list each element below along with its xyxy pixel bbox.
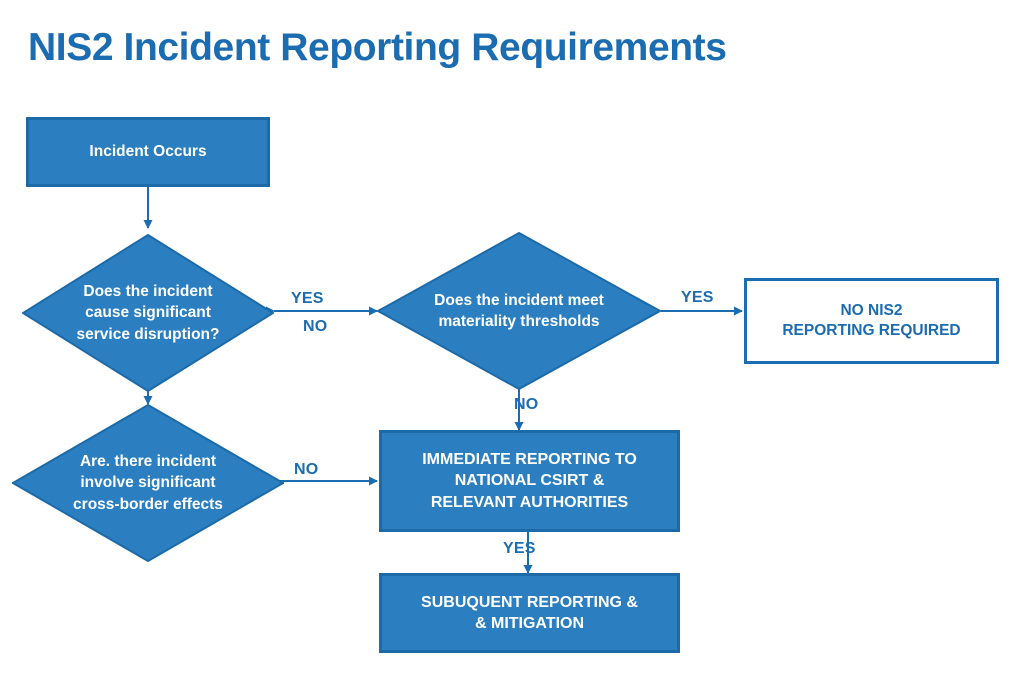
subsequent-reporting-line-1: SUBUQUENT REPORTING &	[421, 593, 638, 611]
node-decision-service-disruption[interactable]: Does the incident cause significant serv…	[22, 234, 274, 392]
node-incident-occurs-label: Incident Occurs	[89, 142, 207, 160]
node-decision-materiality[interactable]: Does the incident meet materiality thres…	[377, 232, 661, 390]
node-incident-occurs[interactable]: Incident Occurs	[26, 117, 270, 187]
diamond-shape	[22, 234, 274, 392]
edge-label-materiality-yes: YES	[681, 289, 714, 306]
diamond-shape	[377, 232, 661, 390]
subsequent-reporting-line-2: & MITIGATION	[474, 615, 585, 632]
node-immediate-reporting[interactable]: IMMEDIATE REPORTING TO NATIONAL CSIRT & …	[379, 430, 680, 532]
edge-label-crossborder-no: NO	[294, 461, 319, 478]
node-decision-cross-border[interactable]: Are. there incident involve significant …	[12, 404, 284, 562]
diamond-shape	[12, 404, 284, 562]
edge-label-disruption-yes: YES	[291, 290, 324, 307]
immediate-reporting-line-3: RELEVANT AUTHORITIES	[430, 493, 629, 511]
immediate-reporting-line-1: IMMEDIATE REPORTING TO	[422, 451, 637, 469]
edge-label-immediate-yes: YES	[503, 540, 536, 557]
edge-label-materiality-no: NO	[514, 396, 539, 413]
node-subsequent-reporting[interactable]: SUBUQUENT REPORTING & & MITIGATION	[379, 573, 680, 653]
page-title: NIS2 Incident Reporting Requirements	[28, 26, 727, 69]
no-reporting-line-1: NO NIS2	[840, 301, 903, 319]
edge-label-disruption-no: NO	[303, 318, 328, 335]
node-no-nis2-reporting-required[interactable]: NO NIS2 REPORTING REQUIRED	[744, 278, 999, 364]
no-reporting-line-2: REPORTING REQUIRED	[782, 322, 961, 339]
immediate-reporting-line-2: NATIONAL CSIRT &	[454, 472, 605, 490]
